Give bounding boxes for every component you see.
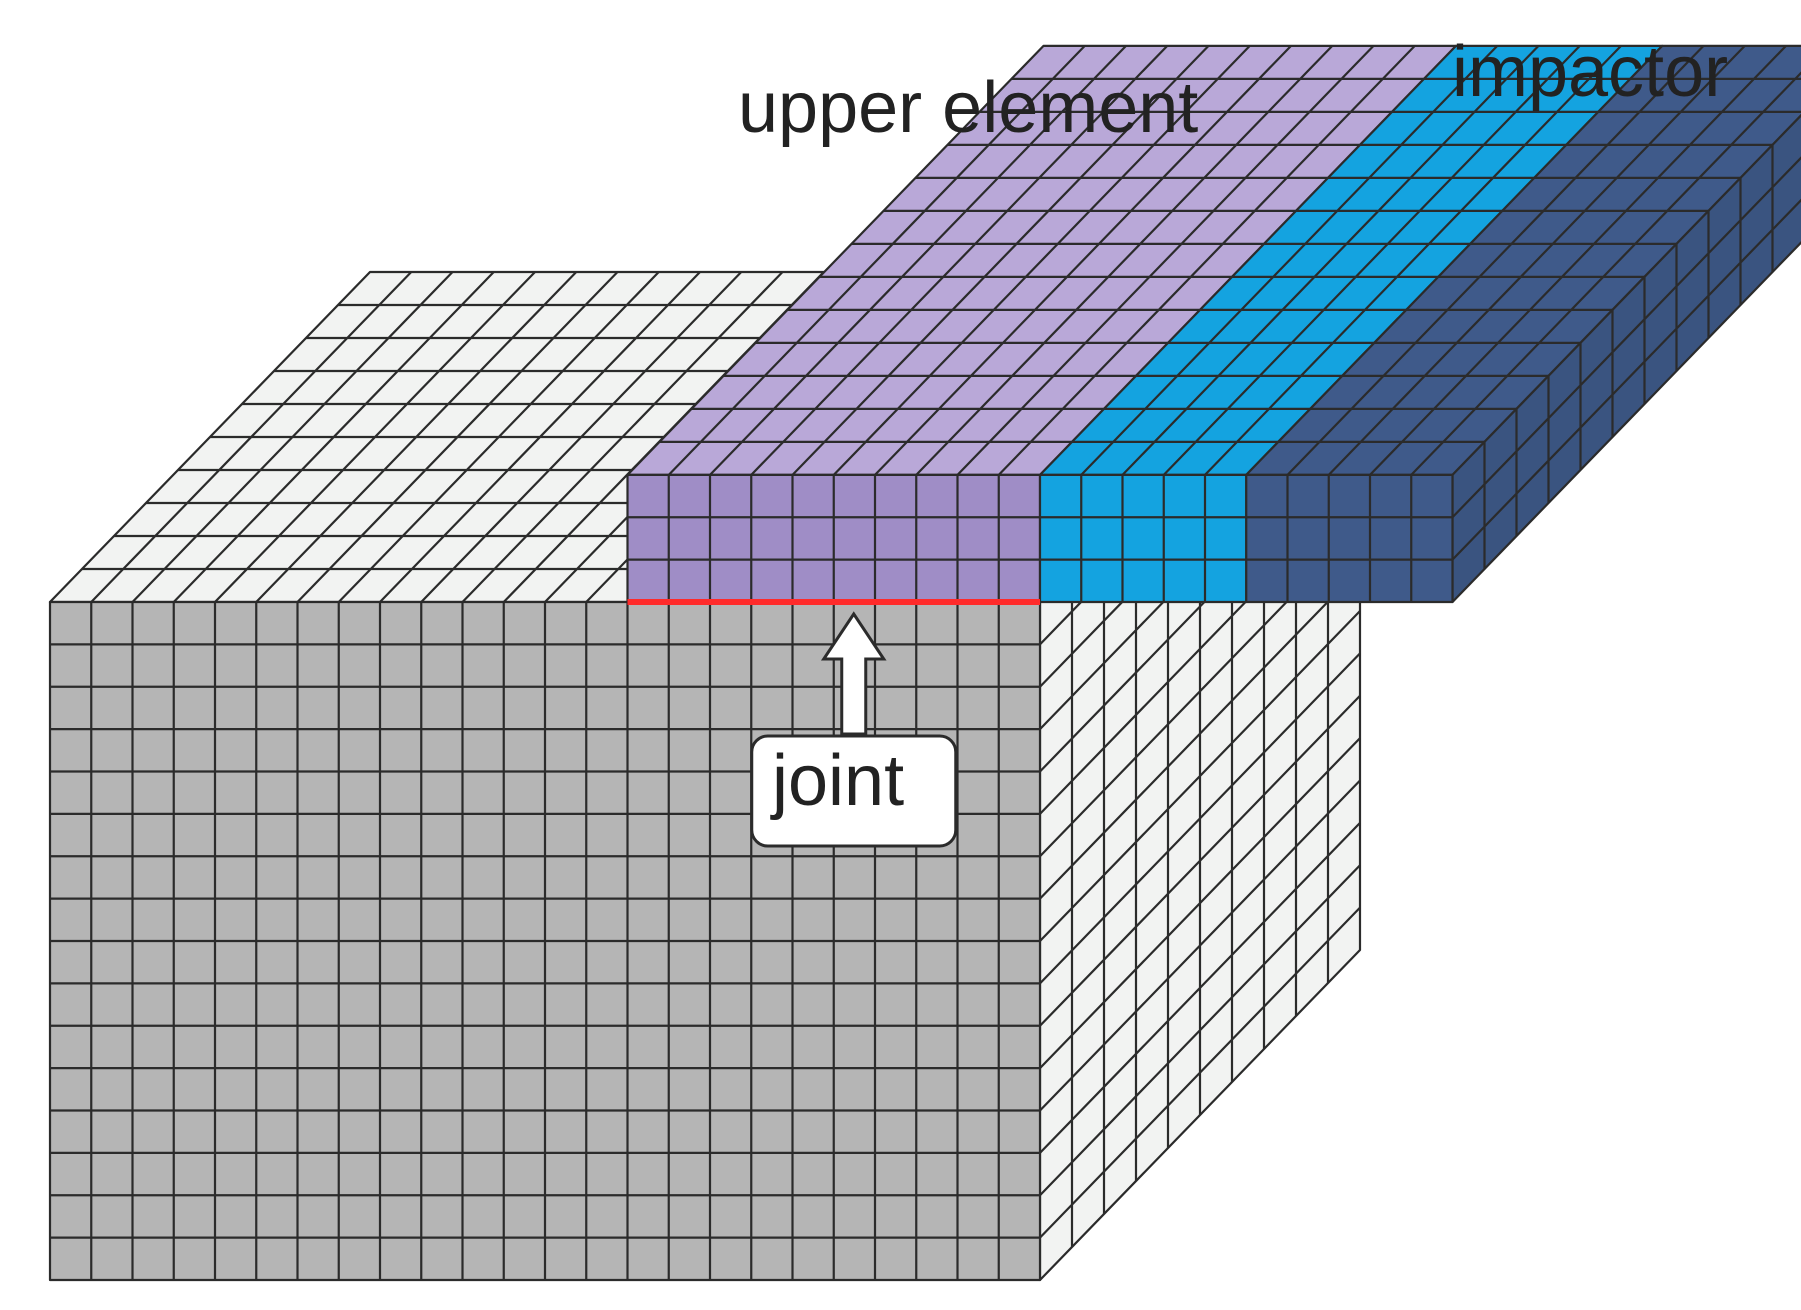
base-block-front-face <box>48 600 1042 1282</box>
joint-label-box <box>750 734 958 848</box>
impactor-label: impactor <box>1452 32 1728 112</box>
impactor-light-front-mesh <box>1038 473 1248 604</box>
impactor-dark-front-mesh-grid <box>1246 474 1453 602</box>
upper-element-top-mesh-grid <box>659 45 1424 476</box>
base-front-mesh-grid <box>50 602 1040 1280</box>
impactor-side-mesh-grid <box>1451 144 1801 569</box>
impactor <box>1038 44 1801 604</box>
upper-element-front-mesh-grid <box>627 474 1040 602</box>
joint-label: joint <box>770 741 904 821</box>
impactor-light-top-mesh-grid <box>1072 45 1631 476</box>
impactor-dark-front-mesh <box>1245 473 1454 604</box>
upper-element-label: upper element <box>738 68 1198 148</box>
joint-marker <box>627 599 1040 848</box>
impactor-dark-top-mesh-grid <box>1278 45 1801 476</box>
impactor-light-front-mesh-grid <box>1040 474 1247 602</box>
upper-element <box>626 44 1458 604</box>
joint-arrow-icon <box>820 611 887 736</box>
